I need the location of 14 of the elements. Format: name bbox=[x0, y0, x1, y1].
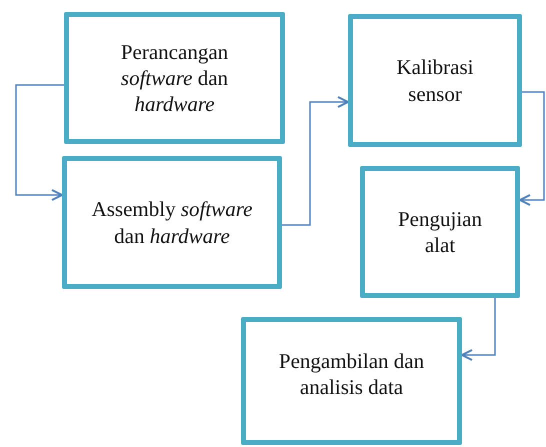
arrow bbox=[519, 91, 545, 206]
process-box bbox=[360, 166, 520, 298]
box-label: Pengujian alat bbox=[397, 206, 483, 258]
process-box bbox=[62, 156, 282, 289]
box-label: Perancangan software dan hardware bbox=[120, 38, 230, 118]
arrow bbox=[15, 84, 64, 201]
arrow bbox=[461, 298, 496, 361]
process-box bbox=[348, 14, 522, 147]
process-box bbox=[241, 317, 462, 445]
box-label: Kalibrasi sensor bbox=[396, 54, 474, 107]
box-label: Assembly software dan hardware bbox=[90, 196, 254, 249]
arrow bbox=[282, 96, 349, 226]
box-label: Pengambilan dan analisis data bbox=[278, 348, 426, 400]
process-box bbox=[64, 12, 285, 144]
